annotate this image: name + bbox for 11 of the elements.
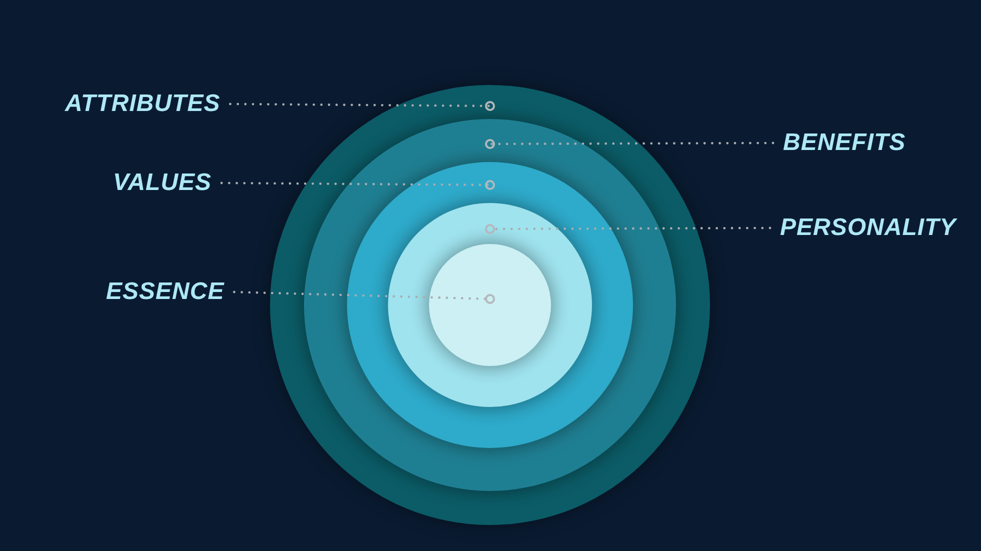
leader-line bbox=[485, 139, 774, 149]
leader-line bbox=[233, 290, 495, 304]
leader-line bbox=[485, 224, 772, 234]
layer-label: ATTRIBUTES bbox=[65, 90, 220, 118]
layer-label: BENEFITS bbox=[783, 129, 906, 157]
layer-circle bbox=[429, 244, 551, 366]
layer-label: ESSENCE bbox=[106, 278, 224, 306]
layer-label: PERSONALITY bbox=[780, 214, 956, 242]
layer-label: VALUES bbox=[113, 169, 212, 197]
leader-line bbox=[220, 180, 495, 190]
leader-line bbox=[229, 101, 495, 111]
